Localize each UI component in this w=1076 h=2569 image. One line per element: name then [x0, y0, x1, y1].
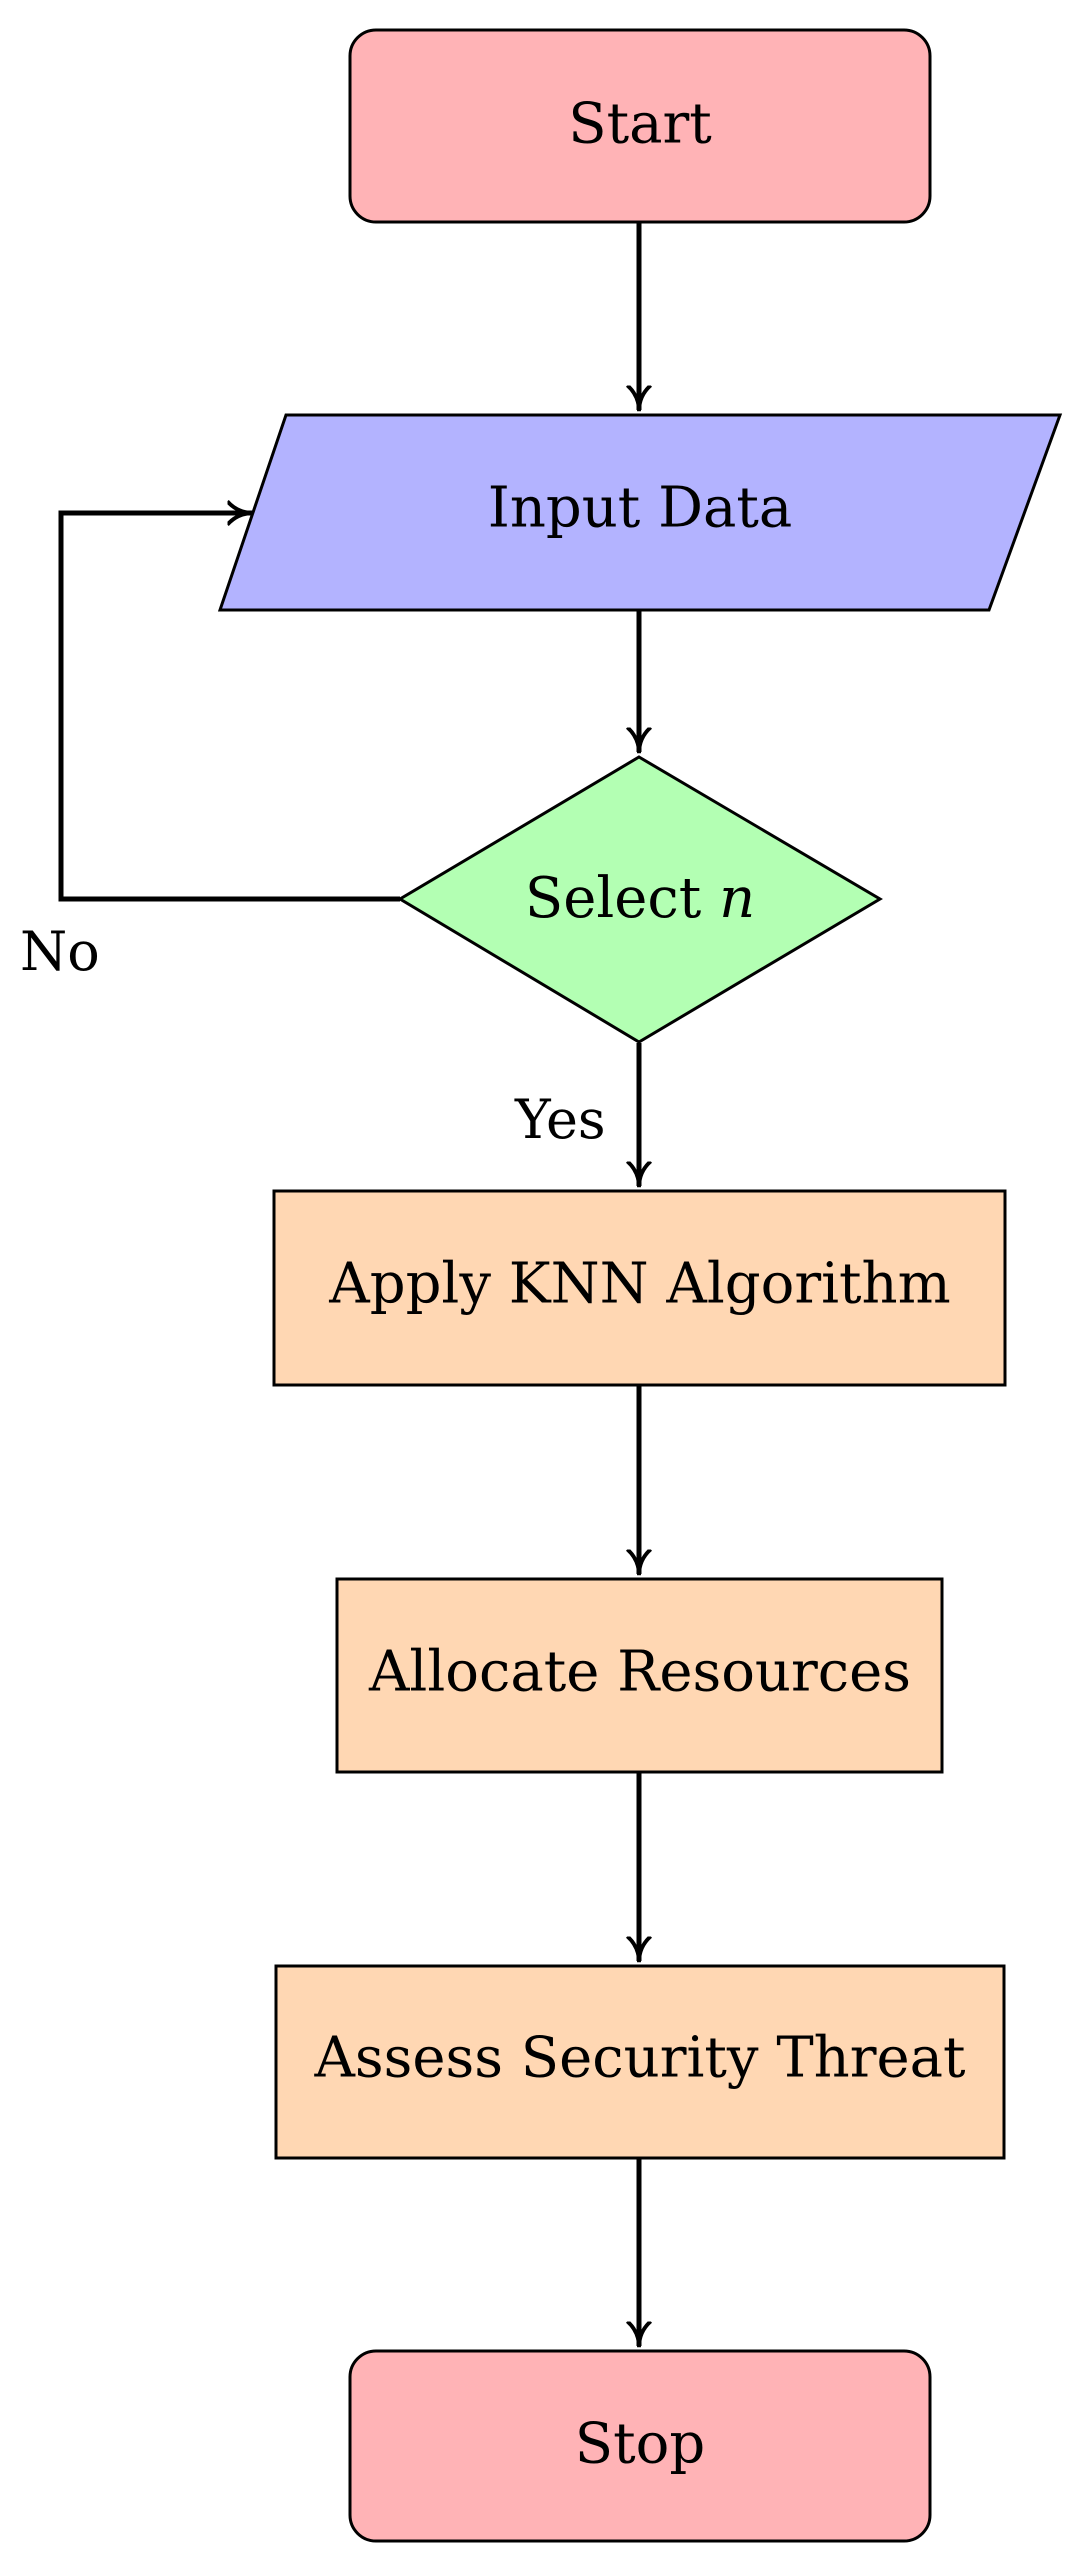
assess-security-threat-label: Assess Security Threat — [313, 2026, 966, 2091]
edge-decision-no-loop — [58, 513, 400, 902]
allocate-resources-shape — [335, 1577, 944, 1774]
input-data-shape — [217, 413, 1063, 612]
edge-label-no: No — [20, 920, 100, 983]
apply-knn-node: Apply KNN Algorithm — [272, 1189, 1007, 1387]
apply-knn-label: Apply KNN Algorithm — [328, 1252, 950, 1317]
decision-label-variable: n — [719, 866, 755, 931]
decision-label: Select n — [525, 866, 755, 931]
stop-shape — [348, 2349, 932, 2543]
stop-label: Stop — [575, 2412, 705, 2477]
assess-security-threat-shape — [274, 1964, 1006, 2160]
apply-knn-shape — [272, 1189, 1007, 1387]
input-data-node: Input Data — [217, 413, 1063, 612]
stop-node: Stop — [348, 2349, 932, 2543]
start-node: Start — [348, 28, 932, 224]
select-n-decision: Select n — [397, 755, 883, 1044]
allocate-resources-label: Allocate Resources — [368, 1640, 911, 1705]
connectors — [58, 223, 639, 2346]
decision-shape — [397, 755, 883, 1044]
edge-label-yes: Yes — [514, 1088, 606, 1151]
input-data-label: Input Data — [488, 476, 793, 541]
start-shape — [348, 28, 932, 224]
decision-label-prefix: Select — [525, 866, 719, 931]
start-label: Start — [568, 92, 712, 157]
allocate-resources-node: Allocate Resources — [335, 1577, 944, 1774]
assess-security-threat-node: Assess Security Threat — [274, 1964, 1006, 2160]
